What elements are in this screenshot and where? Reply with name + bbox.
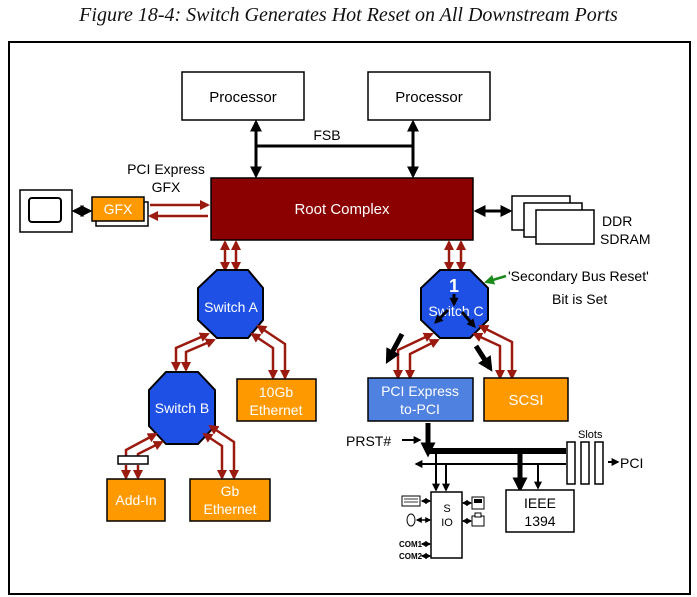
pci-slots — [566, 441, 604, 485]
gfx-card: GFX — [91, 196, 149, 227]
scsi: SCSI — [483, 377, 569, 422]
svg-text:10Gb: 10Gb — [259, 384, 293, 400]
svg-text:Root Complex: Root Complex — [294, 201, 390, 218]
pci-express-gfx-label-line1: PCI Express — [127, 161, 205, 177]
addin-card: Add-In — [106, 478, 166, 522]
ieee-1394: IEEE 1394 — [505, 489, 575, 533]
links-switch-c-scsi — [472, 324, 517, 380]
annotation-line1: 'Secondary Bus Reset' — [508, 268, 649, 284]
svg-text:Switch B: Switch B — [155, 400, 209, 416]
svg-text:IO: IO — [441, 517, 453, 529]
slots-label: Slots — [578, 429, 603, 441]
links-root-switch-c — [444, 240, 466, 272]
svg-text:Add-In: Add-In — [115, 492, 156, 508]
svg-text:to-PCI: to-PCI — [400, 401, 440, 417]
pci-express-gfx-label-line2: GFX — [152, 179, 181, 195]
root-complex: Root Complex — [210, 177, 474, 241]
annotation-arrow — [484, 274, 507, 285]
svg-text:IEEE: IEEE — [524, 495, 556, 511]
keyboard-icon — [401, 495, 421, 507]
processor-left: Processor — [181, 71, 305, 121]
pcie-to-pci-bridge: PCI Express to-PCI — [367, 377, 474, 422]
super-io: S IO — [430, 491, 463, 559]
ddr-label-line1: DDR — [602, 213, 632, 229]
addin-slot-connector — [117, 455, 149, 465]
links-switch-c-pcie-bridge — [393, 332, 440, 380]
links-switch-a-10gb — [250, 324, 290, 380]
10gb-ethernet: 10Gb Ethernet — [236, 378, 317, 422]
gb-ethernet: Gb Ethernet — [189, 478, 271, 522]
switch-c-label: Switch C — [428, 303, 483, 319]
hot-reset-arrow-bridge — [385, 332, 405, 364]
diagram-frame — [8, 41, 691, 595]
svg-text:Gb: Gb — [221, 483, 240, 499]
svg-text:1394: 1394 — [524, 513, 555, 529]
svg-text:S: S — [443, 503, 450, 515]
gfx-link — [148, 200, 210, 221]
step-number: 1 — [449, 276, 459, 296]
hot-reset-arrow-scsi — [473, 344, 493, 372]
svg-text:Processor: Processor — [209, 89, 277, 106]
svg-text:Ethernet: Ethernet — [204, 501, 257, 517]
fsb-bus — [250, 119, 419, 179]
switch-b: Switch B — [148, 371, 216, 445]
svg-text:GFX: GFX — [104, 201, 133, 217]
prst-label: PRST# — [346, 433, 391, 449]
switch-a: Switch A — [197, 269, 264, 339]
pci-bus — [414, 423, 620, 493]
annotation-line2: Bit is Set — [552, 291, 607, 307]
printer-icon — [471, 512, 485, 527]
pci-label: PCI — [620, 455, 643, 471]
svg-text:Ethernet: Ethernet — [250, 402, 303, 418]
processor-right: Processor — [367, 71, 491, 121]
reset-arrow-right — [460, 311, 476, 329]
links-root-switch-a — [220, 240, 241, 272]
fsb-label: FSB — [313, 127, 340, 143]
reset-arrow-left — [434, 308, 450, 324]
svg-text:Processor: Processor — [395, 89, 463, 106]
mouse-icon — [406, 513, 416, 527]
links-switch-b-gb — [202, 424, 239, 480]
svg-text:Switch A: Switch A — [204, 299, 258, 315]
com1-label: COM1 — [399, 540, 423, 549]
svg-text:PCI Express: PCI Express — [381, 383, 459, 399]
svg-text:SCSI: SCSI — [508, 392, 543, 409]
switch-c: Switch C 1 — [420, 269, 489, 339]
com2-label: COM2 — [399, 552, 423, 561]
ddr-sdram-modules — [511, 195, 595, 245]
links-switch-a-switch-b — [171, 332, 216, 372]
ddr-label-line2: SDRAM — [600, 231, 651, 247]
figure-caption: Figure 18-4: Switch Generates Hot Reset … — [79, 4, 618, 26]
monitor-icon — [19, 189, 73, 233]
floppy-icon — [471, 496, 485, 510]
